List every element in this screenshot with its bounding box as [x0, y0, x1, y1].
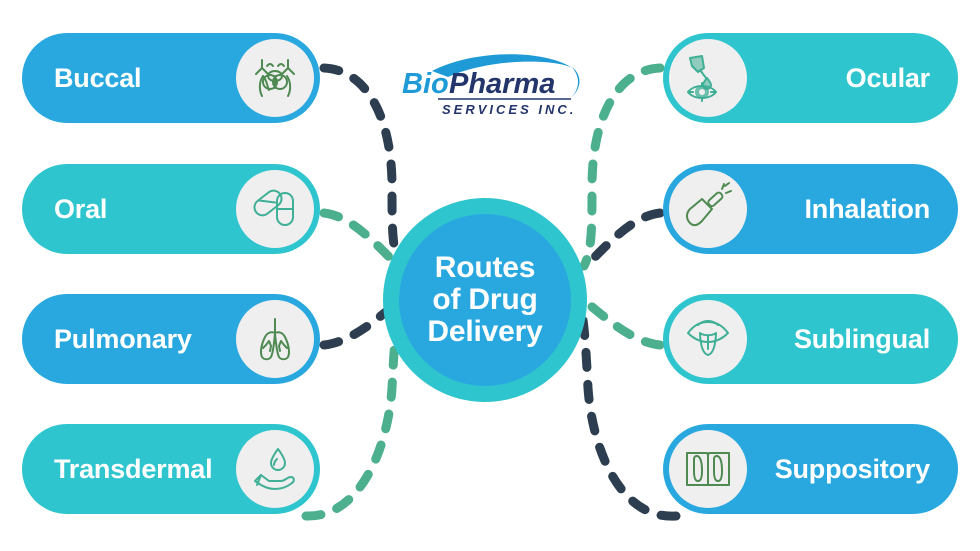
route-label-inhalation: Inhalation [804, 193, 931, 224]
route-pill-pulmonary[interactable]: Pulmonary [22, 294, 320, 384]
center-hub-core: Routes of Drug Delivery [399, 214, 571, 386]
route-pill-ocular[interactable]: Ocular [663, 33, 958, 123]
route-label-suppository: Suppository [774, 453, 931, 484]
lungs-icon [236, 300, 314, 378]
connector-ocular-to-hub [579, 63, 665, 271]
center-hub-title: Routes of Drug Delivery [421, 252, 548, 347]
connector-inhalation-to-hub [581, 208, 665, 271]
logo-pharma-text: Pharma [449, 68, 555, 100]
route-pill-inhalation[interactable]: Inhalation [663, 164, 958, 254]
route-pill-transdermal[interactable]: Transdermal [22, 424, 320, 514]
biopharma-logo: Bio Pharma SERVICES INC. [396, 47, 588, 119]
connector-oral-to-hub [319, 208, 403, 271]
connector-sublingual-to-hub [581, 297, 665, 350]
route-label-buccal: Buccal [54, 62, 142, 93]
capsules-icon [236, 170, 314, 248]
inhaler-icon [669, 170, 747, 248]
route-pill-buccal[interactable]: Buccal [22, 33, 320, 123]
logo-swoosh-icon [432, 54, 574, 77]
hub-line-1: Routes [434, 251, 536, 285]
logo-bio-text: Bio [402, 68, 449, 100]
route-label-ocular: Ocular [845, 62, 931, 93]
route-pill-sublingual[interactable]: Sublingual [663, 294, 958, 384]
hub-line-3: Delivery [427, 314, 543, 348]
logo-tagline-text: SERVICES INC. [442, 102, 576, 117]
route-pill-oral[interactable]: Oral [22, 164, 320, 254]
connector-buccal-to-hub [319, 63, 405, 271]
eye-dropper-icon [669, 39, 747, 117]
center-hub: Routes of Drug Delivery [383, 198, 587, 402]
route-label-pulmonary: Pulmonary [54, 323, 192, 354]
route-label-transdermal: Transdermal [54, 453, 213, 484]
suppository-icon [669, 430, 747, 508]
route-pill-suppository[interactable]: Suppository [663, 424, 958, 514]
mouth-cheek-icon [236, 39, 314, 117]
route-label-oral: Oral [54, 193, 108, 224]
hub-line-2: of Drug [432, 283, 538, 317]
hand-droplet-icon [236, 430, 314, 508]
route-label-sublingual: Sublingual [794, 323, 930, 354]
tongue-icon [669, 300, 747, 378]
